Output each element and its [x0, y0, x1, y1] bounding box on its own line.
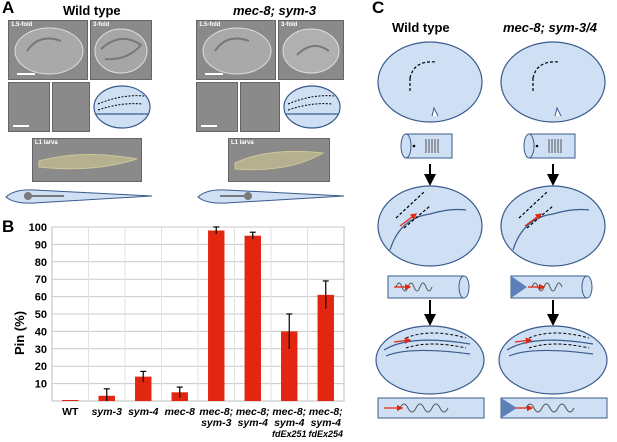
- panel-c-schematics: [375, 41, 608, 419]
- x-tick-label: fdEx254: [308, 429, 343, 439]
- bar: [244, 235, 261, 401]
- bar: [281, 331, 298, 401]
- y-tick-label: 20: [35, 361, 47, 373]
- x-tick-label: mec-8;: [199, 406, 233, 418]
- micrograph-mutant-1-5-fold: 1.5-fold: [196, 20, 276, 80]
- stage-label: 3-fold: [93, 22, 110, 28]
- stage-label: L1 larva: [231, 140, 254, 146]
- scale-bar: [13, 125, 29, 127]
- micrograph-wt-1-5-fold: 1.5-fold: [8, 20, 88, 80]
- y-tick-label: 100: [29, 222, 47, 234]
- bar: [208, 230, 225, 401]
- x-tick-label: sym-4: [128, 406, 159, 418]
- y-tick-label: 30: [35, 344, 47, 356]
- scale-bar: [205, 73, 223, 75]
- embryo-schematic-wt: [93, 85, 151, 129]
- panel-label-c: C: [372, 0, 385, 17]
- mutant-stage-2-embryo: [500, 185, 606, 267]
- mutant-stage-3-neuron: [500, 397, 608, 419]
- micrograph-mutant-3-fold: 3-fold: [278, 20, 344, 80]
- bar: [317, 294, 334, 401]
- x-tick-label: sym-4: [311, 417, 342, 429]
- micrograph-wt-3-fold: 3-fold: [90, 20, 152, 80]
- micrograph-wt-closeup-1: [8, 82, 50, 132]
- x-tick-label: WT: [62, 406, 79, 418]
- x-tick-label: mec-8;: [272, 406, 306, 418]
- panel-c-mutant-title: mec-8; sym-3/4: [503, 20, 597, 35]
- x-tick-label: mec-8;: [236, 406, 270, 418]
- x-tick-label: sym-3: [92, 406, 123, 418]
- micrograph-wt-l1-larva: L1 larva: [32, 138, 142, 182]
- bar: [135, 376, 152, 401]
- wt-stage-2-embryo: [377, 185, 483, 267]
- mutant-stage-3-embryo: [498, 325, 608, 395]
- x-tick-label: fdEx251: [272, 429, 307, 439]
- x-tick-label: mec-8;: [309, 406, 343, 418]
- x-tick-label: sym-4: [274, 417, 305, 429]
- y-tick-label: 60: [35, 292, 47, 304]
- panel-label-b: B: [2, 217, 15, 236]
- micrograph-mutant-closeup-1: [196, 82, 238, 132]
- chart-grid: [51, 226, 345, 402]
- wt-stage-3-neuron: [377, 397, 485, 419]
- mutant-stage-2-neuron: [510, 275, 593, 299]
- panel-a-wildtype-title: Wild type: [63, 3, 121, 18]
- mutant-stage-1-embryo: [500, 41, 606, 123]
- x-tick-label: sym-4: [238, 417, 269, 429]
- panel-c-wildtype-title: Wild type: [392, 20, 450, 35]
- x-tick-label: sym-3: [201, 417, 232, 429]
- larva-schematic-wt: [5, 189, 153, 204]
- y-tick-label: 10: [35, 379, 47, 391]
- y-tick-label: 70: [35, 274, 47, 286]
- stage-label: 1.5-fold: [11, 22, 33, 28]
- panel-a-mutant-title: mec-8; sym-3: [233, 3, 317, 18]
- y-tick-label: 90: [35, 239, 47, 251]
- x-tick-label: mec-8: [165, 406, 196, 418]
- y-tick-label: 80: [35, 257, 47, 269]
- y-tick-label: 50: [35, 309, 47, 321]
- stage-label: 3-fold: [281, 22, 298, 28]
- mutant-stage-1-neuron: [523, 133, 576, 159]
- embryo-schematic-mutant: [283, 85, 341, 129]
- wt-stage-1-neuron: [400, 133, 453, 159]
- scale-bar: [17, 73, 35, 75]
- micrograph-wt-closeup-2: [52, 82, 90, 132]
- bar: [62, 400, 79, 401]
- chart-y-axis-label: Pin (%): [12, 311, 27, 355]
- wt-stage-2-neuron: [387, 275, 470, 299]
- chart-bars: [62, 226, 334, 401]
- wt-stage-3-embryo: [375, 325, 485, 395]
- micrograph-mutant-l1-larva: L1 larva: [228, 138, 330, 182]
- scale-bar: [201, 125, 217, 127]
- larva-schematic-mutant: [197, 189, 345, 204]
- wt-stage-1-embryo: [377, 41, 483, 123]
- stage-label: 1.5-fold: [199, 22, 221, 28]
- stage-label: L1 larva: [35, 140, 58, 146]
- y-tick-label: 40: [35, 326, 47, 338]
- panel-label-a: A: [2, 0, 15, 17]
- chart-y-ticks: 10 20 30 40 50 60 70 80 90 100: [29, 222, 47, 391]
- micrograph-mutant-closeup-2: [240, 82, 280, 132]
